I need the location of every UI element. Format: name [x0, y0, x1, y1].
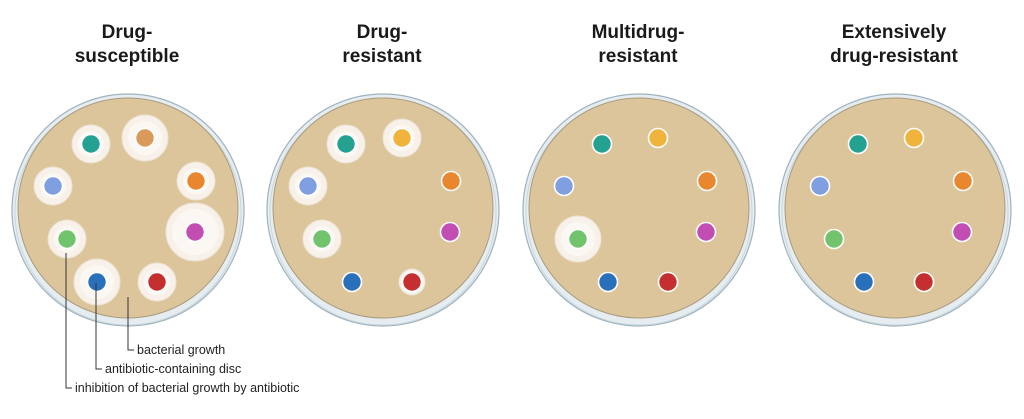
antibiotic-disc-orange [952, 170, 974, 192]
antibiotic-disc-blue [341, 271, 363, 293]
antibiotic-disc-teal [591, 133, 613, 155]
antibiotic-disc-lightblue [553, 175, 575, 197]
plate-multidrug-resistant [522, 93, 756, 327]
antibiotic-disc-red [657, 271, 679, 293]
label-bacterial-growth: bacterial growth [137, 343, 225, 357]
antibiotic-disc-blue [86, 271, 108, 293]
bacterial-growth-agar [784, 97, 1006, 319]
antibiotic-disc-lightblue [297, 175, 319, 197]
plate-extensively-drug-resistant [778, 93, 1012, 327]
antibiotic-disc-yellow [903, 127, 925, 149]
antibiotic-disc-teal [335, 133, 357, 155]
antibiotic-disc-orange [696, 170, 718, 192]
title-extensively-drug-resistant: Extensively drug-resistant [830, 22, 958, 67]
title-drug-susceptible: Drug- susceptible [74, 22, 180, 67]
leader-line-inhibition [65, 253, 72, 389]
leader-line-disc [95, 283, 102, 370]
antibiotic-disc-magenta [695, 221, 717, 243]
antibiotic-disc-red [401, 271, 423, 293]
title-drug-resistant: Drug- resistant [342, 22, 422, 67]
antibiotic-disc-magenta [439, 221, 461, 243]
antibiotic-disc-teal [80, 133, 102, 155]
antibiotic-disc-yellow [647, 127, 669, 149]
antibiotic-disc-magenta [951, 221, 973, 243]
plate-drug-susceptible [11, 93, 245, 327]
antibiotic-disc-lightblue [809, 175, 831, 197]
antibiotic-disc-yellow [391, 127, 413, 149]
label-antibiotic-disc: antibiotic-containing disc [105, 362, 241, 376]
antibiotic-disc-blue [853, 271, 875, 293]
plate-drug-resistant [266, 93, 500, 327]
title-multidrug-resistant: Multidrug- resistant [591, 22, 685, 67]
leader-line-bacterial-growth [127, 297, 134, 351]
antibiotic-disc-magenta [184, 221, 206, 243]
plates-group [11, 93, 1012, 327]
antibiotic-disc-orange [440, 170, 462, 192]
antibiotic-disc-tan [134, 127, 156, 149]
antibiotic-disc-lightblue [42, 175, 64, 197]
antibiotic-disc-green [311, 228, 333, 250]
label-inhibition: inhibition of bacterial growth by antibi… [75, 381, 299, 395]
bacterial-growth-agar [272, 97, 494, 319]
bacterial-growth-agar [528, 97, 750, 319]
antibiotic-disc-green [56, 228, 78, 250]
antibiotic-disc-red [146, 271, 168, 293]
antibiotic-disc-green [567, 228, 589, 250]
antibiotic-disc-blue [597, 271, 619, 293]
antibiotic-disc-teal [847, 133, 869, 155]
antibiotic-disc-red [913, 271, 935, 293]
antibiotic-disc-green [823, 228, 845, 250]
antibiotic-disc-orange [185, 170, 207, 192]
legend: bacterial growth antibiotic-containing d… [65, 253, 299, 395]
